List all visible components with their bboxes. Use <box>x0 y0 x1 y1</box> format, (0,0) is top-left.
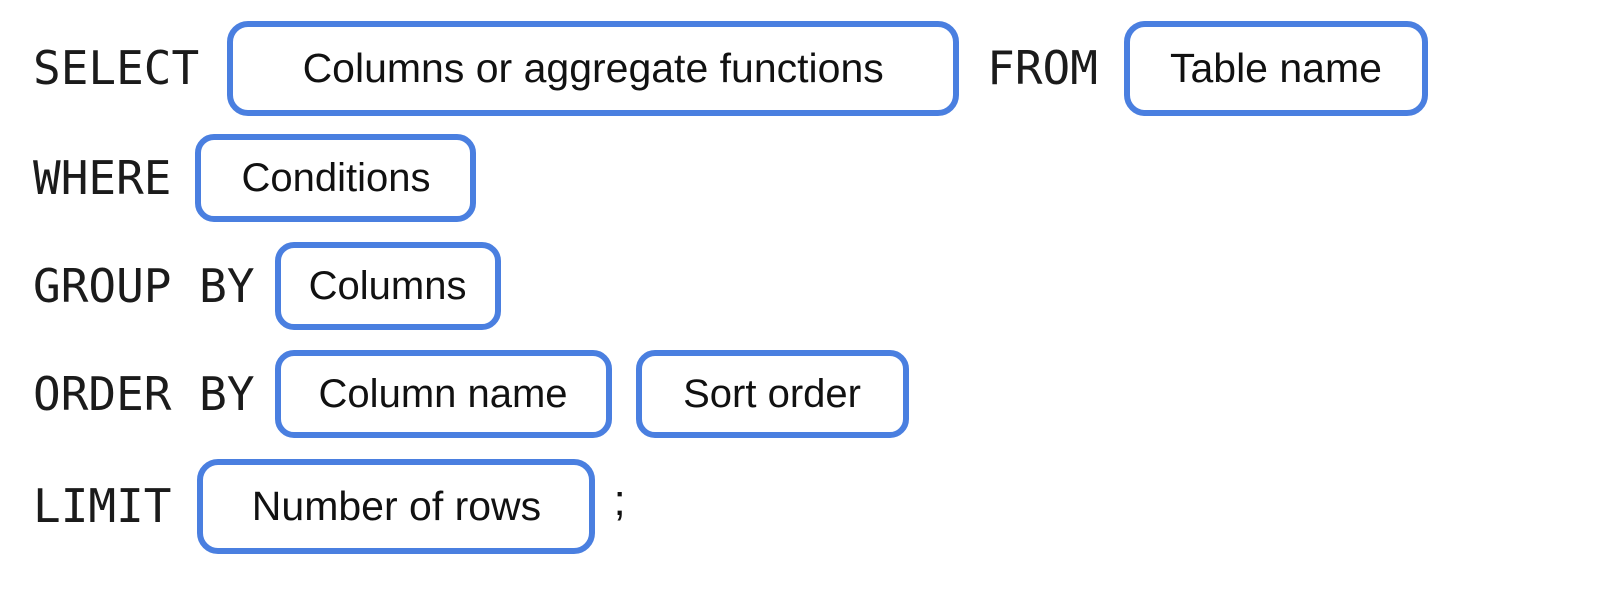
sql-keyword-from: FROM <box>987 41 1098 95</box>
sql-keyword-select: SELECT <box>33 41 200 95</box>
placeholder-columns[interactable]: Columns <box>274 242 501 330</box>
clause-row-order-by: ORDER BY Column name Sort order <box>0 344 1600 444</box>
sql-keyword-where: WHERE <box>33 151 172 205</box>
statement-terminator-semicolon: ; <box>613 476 626 525</box>
clause-row-where: WHERE Conditions <box>0 128 1600 228</box>
placeholder-number-of-rows[interactable]: Number of rows <box>197 458 596 554</box>
clause-row-select: SELECT Columns or aggregate functions FR… <box>0 14 1600 122</box>
sql-keyword-group-by: GROUP BY <box>33 259 255 313</box>
placeholder-columns-or-aggregate-functions[interactable]: Columns or aggregate functions <box>227 20 960 116</box>
clause-row-group-by: GROUP BY Columns <box>0 236 1600 336</box>
placeholder-column-name[interactable]: Column name <box>274 350 612 438</box>
clause-row-limit: LIMIT Number of rows ; <box>0 452 1600 560</box>
placeholder-table-name[interactable]: Table name <box>1123 20 1428 116</box>
sql-keyword-order-by: ORDER BY <box>33 367 255 421</box>
sql-keyword-limit: LIMIT <box>33 479 172 533</box>
placeholder-conditions[interactable]: Conditions <box>195 134 477 222</box>
placeholder-sort-order[interactable]: Sort order <box>635 350 909 438</box>
